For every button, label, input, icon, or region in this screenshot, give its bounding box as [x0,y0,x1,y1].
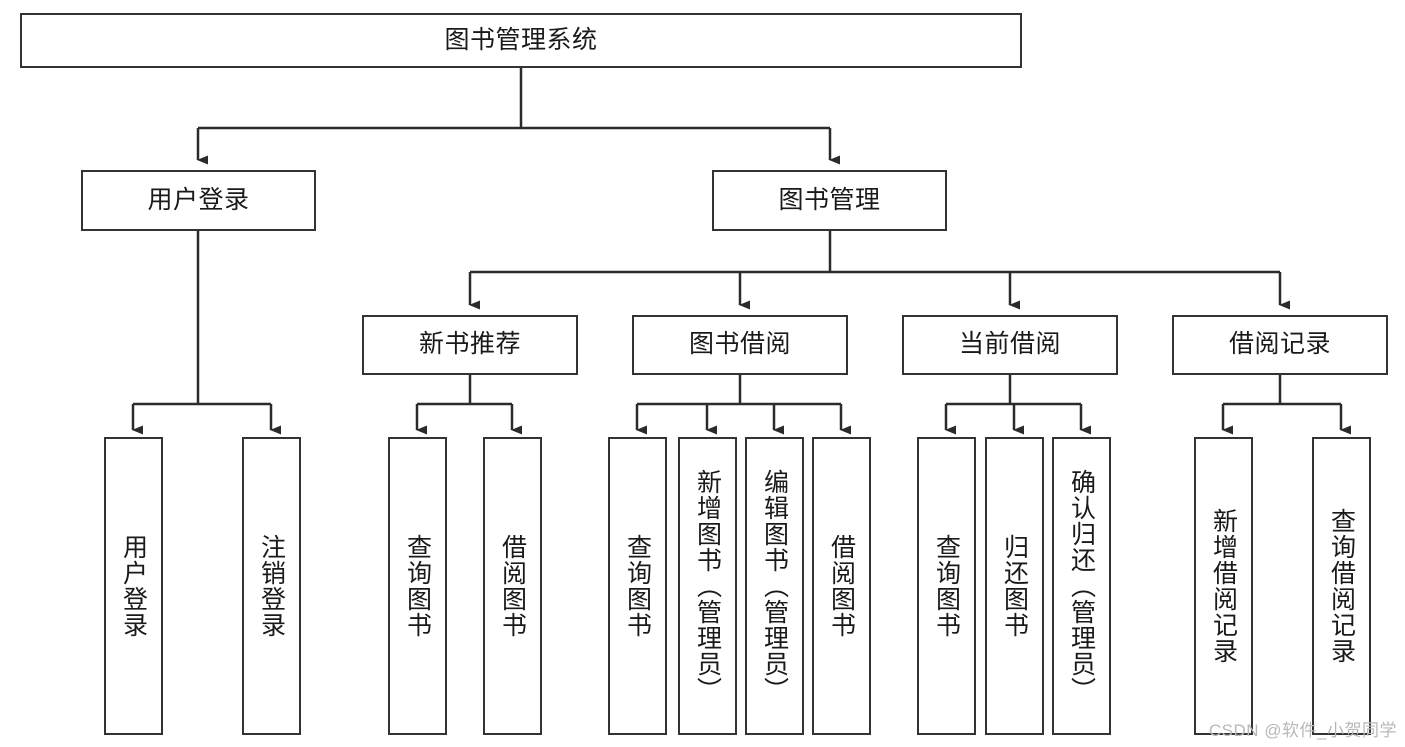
leaf-book-borrow-add[interactable]: 新增图书（管理员） [678,437,737,735]
node-label: 新书推荐 [418,330,521,359]
leaf-book-borrow-borrow[interactable]: 借阅图书 [812,437,871,735]
node-book-borrow[interactable]: 图书借阅 [632,315,848,375]
node-label: 借阅图书 [498,534,527,638]
node-label: 借阅图书 [827,534,856,638]
node-book-management[interactable]: 图书管理 [712,170,947,231]
node-label: 查询图书 [623,534,652,638]
node-label: 用户登录 [147,185,250,214]
leaf-current-borrow-query[interactable]: 查询图书 [917,437,976,735]
node-user-login[interactable]: 用户登录 [81,170,316,231]
node-label: 新增借阅记录 [1209,508,1238,664]
node-label: 当前借阅 [958,330,1061,359]
node-root-book-management-system[interactable]: 图书管理系统 [20,13,1022,68]
node-label: 图书管理系统 [444,25,598,54]
leaf-new-book-borrow[interactable]: 借阅图书 [483,437,542,735]
node-label: 归还图书 [1000,534,1029,638]
leaf-current-borrow-return[interactable]: 归还图书 [985,437,1044,735]
leaf-current-borrow-confirm-return[interactable]: 确认归还（管理员） [1052,437,1111,735]
leaf-new-book-query[interactable]: 查询图书 [388,437,447,735]
leaf-book-borrow-edit[interactable]: 编辑图书（管理员） [745,437,804,735]
node-label: 查询借阅记录 [1327,508,1356,664]
node-label: 图书管理 [778,185,881,214]
node-borrow-record[interactable]: 借阅记录 [1172,315,1388,375]
node-current-borrow[interactable]: 当前借阅 [902,315,1118,375]
node-label: 编辑图书（管理员） [760,469,789,703]
node-label: 查询图书 [932,534,961,638]
node-label: 借阅记录 [1228,330,1331,359]
node-label: 查询图书 [403,534,432,638]
leaf-user-login-logout[interactable]: 注销登录 [242,437,301,735]
node-label: 新增图书（管理员） [693,469,722,703]
csdn-watermark: CSDN @软件_小贺同学 [1208,721,1397,740]
node-label: 注销登录 [257,534,286,638]
leaf-borrow-record-add[interactable]: 新增借阅记录 [1194,437,1253,735]
node-label: 图书借阅 [688,330,791,359]
node-label: 确认归还（管理员） [1067,469,1096,703]
node-new-book-recommend[interactable]: 新书推荐 [362,315,578,375]
leaf-borrow-record-query[interactable]: 查询借阅记录 [1312,437,1371,735]
leaf-book-borrow-query[interactable]: 查询图书 [608,437,667,735]
leaf-user-login-login[interactable]: 用户登录 [104,437,163,735]
node-label: 用户登录 [119,534,148,638]
